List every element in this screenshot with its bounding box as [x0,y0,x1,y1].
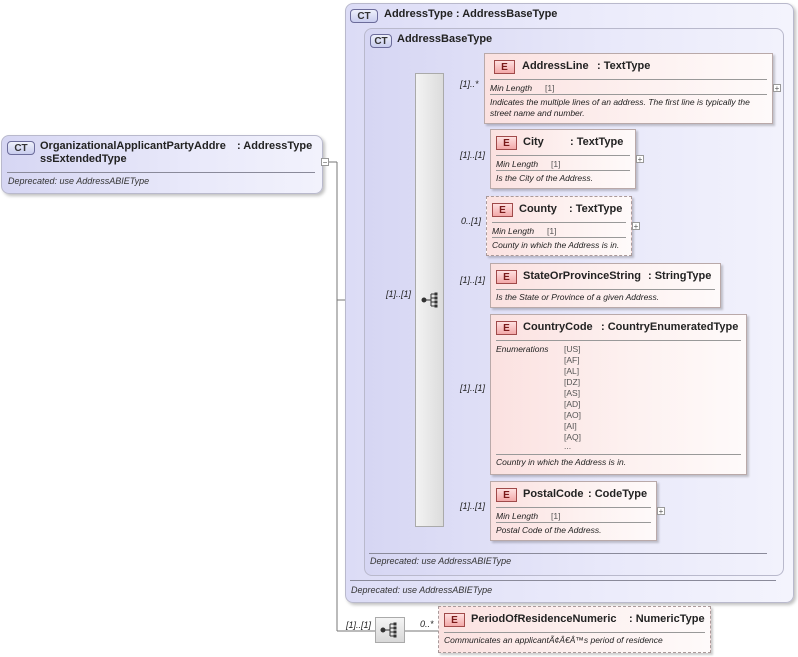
facet-label: Min Length [490,83,533,93]
element-periodofresidencenumeric[interactable]: E PeriodOfResidenceNumeric : NumericType… [438,606,711,653]
enum-value: [AQ] [564,432,582,442]
element-addressline[interactable]: E AddressLine : TextType Min Length [1] … [484,53,773,124]
facet-value: [1] [545,83,555,93]
divider [490,79,767,80]
element-doc: Country in which the Address is in. [496,457,627,467]
divider [496,507,651,508]
element-type: : TextType [597,60,651,72]
cardinality: [1]..[1] [460,150,486,160]
facet-label: Min Length [496,511,539,521]
divider [492,237,626,238]
divider [492,222,626,223]
address-base-type-title: AddressBaseType [397,33,493,45]
divider [369,553,767,554]
cardinality: 0..* [420,619,434,629]
enum-value: [DZ] [564,377,581,387]
element-badge: E [494,60,515,74]
element-badge: E [496,136,517,150]
enum-value: [AS] [564,388,581,398]
address-type-doc: Deprecated: use AddressABIEType [351,585,493,595]
enum-value: ... [564,441,572,451]
cardinality: [1]..* [460,79,479,89]
root-complex-type[interactable]: CT OrganizationalApplicantPartyAddre ssE… [1,135,323,194]
element-badge: E [496,321,517,335]
element-type: : NumericType [629,613,705,625]
element-type: : TextType [570,136,624,148]
cardinality: [1]..[1] [460,501,486,511]
root-base-type: : AddressType [237,140,313,152]
element-postalcode[interactable]: E PostalCode : CodeType Min Length [1] P… [490,481,657,541]
element-name: CountryCode [523,321,593,333]
divider [496,522,651,523]
divider [496,170,630,171]
divider [7,172,315,173]
divider [444,632,705,633]
divider [496,155,630,156]
enum-value: [AO] [564,410,582,420]
sequence-icon [421,292,438,308]
element-doc: Is the State or Province of a given Addr… [496,292,660,302]
facet-value: [1] [551,159,561,169]
element-type: : StringType [648,270,712,282]
element-doc: Communicates an applicantÃ¢Â€Â™s period … [444,635,663,645]
complex-type-badge: CT [370,34,392,48]
expand-button[interactable]: + [657,507,665,516]
sequence-icon [380,622,397,638]
divider [496,289,715,290]
element-name: County [519,203,557,215]
complex-type-badge: CT [350,9,378,23]
element-type: : TextType [569,203,623,215]
element-type: : CountryEnumeratedType [601,321,739,333]
divider [490,94,767,95]
facet-value: [1] [551,511,561,521]
facet-label: Min Length [496,159,539,169]
root-doc: Deprecated: use AddressABIEType [8,176,150,186]
expand-button[interactable]: + [632,222,640,231]
root-type-name: OrganizationalApplicantPartyAddre ssExte… [40,140,226,165]
expand-button[interactable]: + [636,155,644,164]
element-doc: Indicates the multiple lines of an addre… [490,97,750,118]
collapse-button[interactable]: − [321,158,329,167]
address-base-type-doc: Deprecated: use AddressABIEType [370,556,512,566]
facet-value: [1] [547,226,557,236]
element-county[interactable]: E County : TextType Min Length [1] Count… [486,196,632,256]
divider [350,580,776,581]
element-name: AddressLine [522,60,589,72]
enum-value: [US] [564,344,581,354]
facet-label: Enumerations [496,344,549,354]
sequence-cardinality: [1]..[1] [386,289,412,299]
element-name: City [523,136,544,148]
element-badge: E [444,613,465,627]
element-name: PostalCode [523,488,584,500]
facet-label: Min Length [492,226,535,236]
element-type: : CodeType [588,488,648,500]
cardinality: [1]..[1] [460,275,486,285]
divider [496,454,741,455]
expand-button[interactable]: + [773,84,781,93]
enum-value: [AF] [564,355,580,365]
element-badge: E [496,270,517,284]
element-badge: E [496,488,517,502]
element-city[interactable]: E City : TextType Min Length [1] Is the … [490,129,636,189]
element-countrycode[interactable]: E CountryCode : CountryEnumeratedType En… [490,314,747,475]
element-badge: E [492,203,513,217]
cardinality: 0..[1] [461,216,482,226]
enum-value: [AD] [564,399,581,409]
address-type-title: AddressType : AddressBaseType [384,8,558,20]
sequence-cardinality: [1]..[1] [346,620,372,630]
element-doc: County in which the Address is in. [492,240,620,250]
element-doc: Is the City of the Address. [496,173,594,183]
complex-type-badge: CT [7,141,35,155]
enum-value: [AL] [564,366,580,376]
enum-value: [AI] [564,421,577,431]
element-name: StateOrProvinceString [523,270,641,282]
element-stateorprovincestring[interactable]: E StateOrProvinceString : StringType Is … [490,263,721,308]
element-name: PeriodOfResidenceNumeric [471,613,617,625]
cardinality: [1]..[1] [460,383,486,393]
divider [496,340,741,341]
element-doc: Postal Code of the Address. [496,525,602,535]
